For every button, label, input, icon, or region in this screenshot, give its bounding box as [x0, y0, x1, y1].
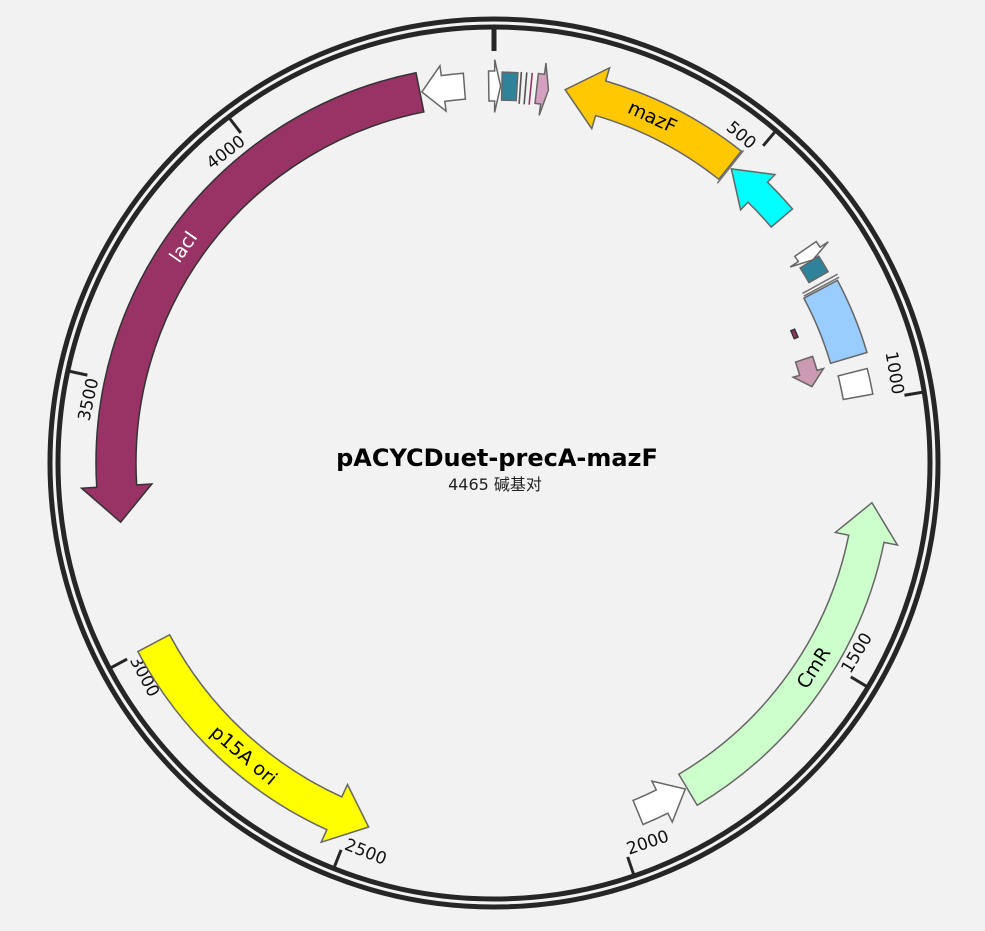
- feature-arrow-shape[interactable]: [500, 71, 519, 102]
- plasmid-size: 4465 碱基对: [448, 475, 542, 494]
- tick-label: 1000: [881, 350, 908, 396]
- feature-rbs-1[interactable]: [534, 62, 550, 116]
- feature-t7-promoter-2[interactable]: [789, 240, 829, 268]
- feature-t7-promoter-1[interactable]: [487, 59, 502, 113]
- site-marker-line: [803, 276, 840, 297]
- feature-arrow-shape[interactable]: [789, 240, 829, 268]
- feature-lac-operator-1[interactable]: [500, 71, 519, 102]
- feature-arrow-shape[interactable]: [677, 501, 899, 807]
- site-marker-line: [802, 273, 838, 295]
- feature-arrow-shape[interactable]: [534, 62, 550, 116]
- tick-mark: [332, 849, 343, 869]
- tick-mark: [761, 130, 777, 147]
- plasmid-backbone-ring: [47, 16, 941, 910]
- feature-arrow-shape[interactable]: [487, 59, 502, 113]
- site-marker-line: [716, 149, 745, 184]
- tick-label: 2500: [342, 835, 390, 870]
- feature-lacI[interactable]: lacI: [79, 71, 425, 524]
- feature-rbs-2[interactable]: [789, 328, 799, 340]
- tick-mark: [109, 657, 128, 670]
- feature-arrow-shape[interactable]: [802, 279, 868, 365]
- backbone-outer-strand: [47, 16, 941, 910]
- feature-arrow-shape[interactable]: [79, 71, 425, 524]
- feature-arrow-shape[interactable]: [564, 66, 743, 181]
- plasmid-name: pACYCDuet-precA-mazF: [336, 444, 658, 472]
- feature-arrow-shape[interactable]: [420, 63, 467, 113]
- feature-t7-terminator[interactable]: [837, 367, 874, 401]
- feature-arrow-shape[interactable]: [837, 367, 874, 401]
- tick-mark: [68, 369, 88, 377]
- feature-arrow-shape[interactable]: [799, 255, 830, 284]
- feature-lacI-promoter[interactable]: [420, 63, 467, 113]
- feature-mcs-2[interactable]: [802, 279, 868, 365]
- tick-label: 2000: [624, 827, 671, 860]
- feature-arrow-shape[interactable]: [136, 633, 370, 844]
- feature-arrow-shape[interactable]: [730, 167, 794, 229]
- site-marker-line: [518, 71, 523, 104]
- feature-cat-promoter[interactable]: [632, 779, 687, 826]
- feature-s-tag[interactable]: [791, 355, 826, 388]
- feature-precA-promoter[interactable]: [730, 167, 794, 229]
- backbone-inner-strand: [55, 24, 933, 902]
- tick-mark: [626, 856, 636, 876]
- feature-arrow-shape[interactable]: [632, 779, 687, 826]
- feature-lac-operator-2[interactable]: [799, 255, 830, 284]
- site-marker-line: [523, 72, 528, 105]
- feature-arrow-shape[interactable]: [789, 328, 799, 340]
- tick-mark: [850, 675, 868, 688]
- site-marker-line: [528, 72, 534, 105]
- tick-mark: [228, 116, 242, 134]
- tick-mark: [904, 390, 924, 397]
- feature-p15A-ori[interactable]: p15A ori: [136, 633, 370, 844]
- feature-arrow-shape[interactable]: [791, 355, 826, 388]
